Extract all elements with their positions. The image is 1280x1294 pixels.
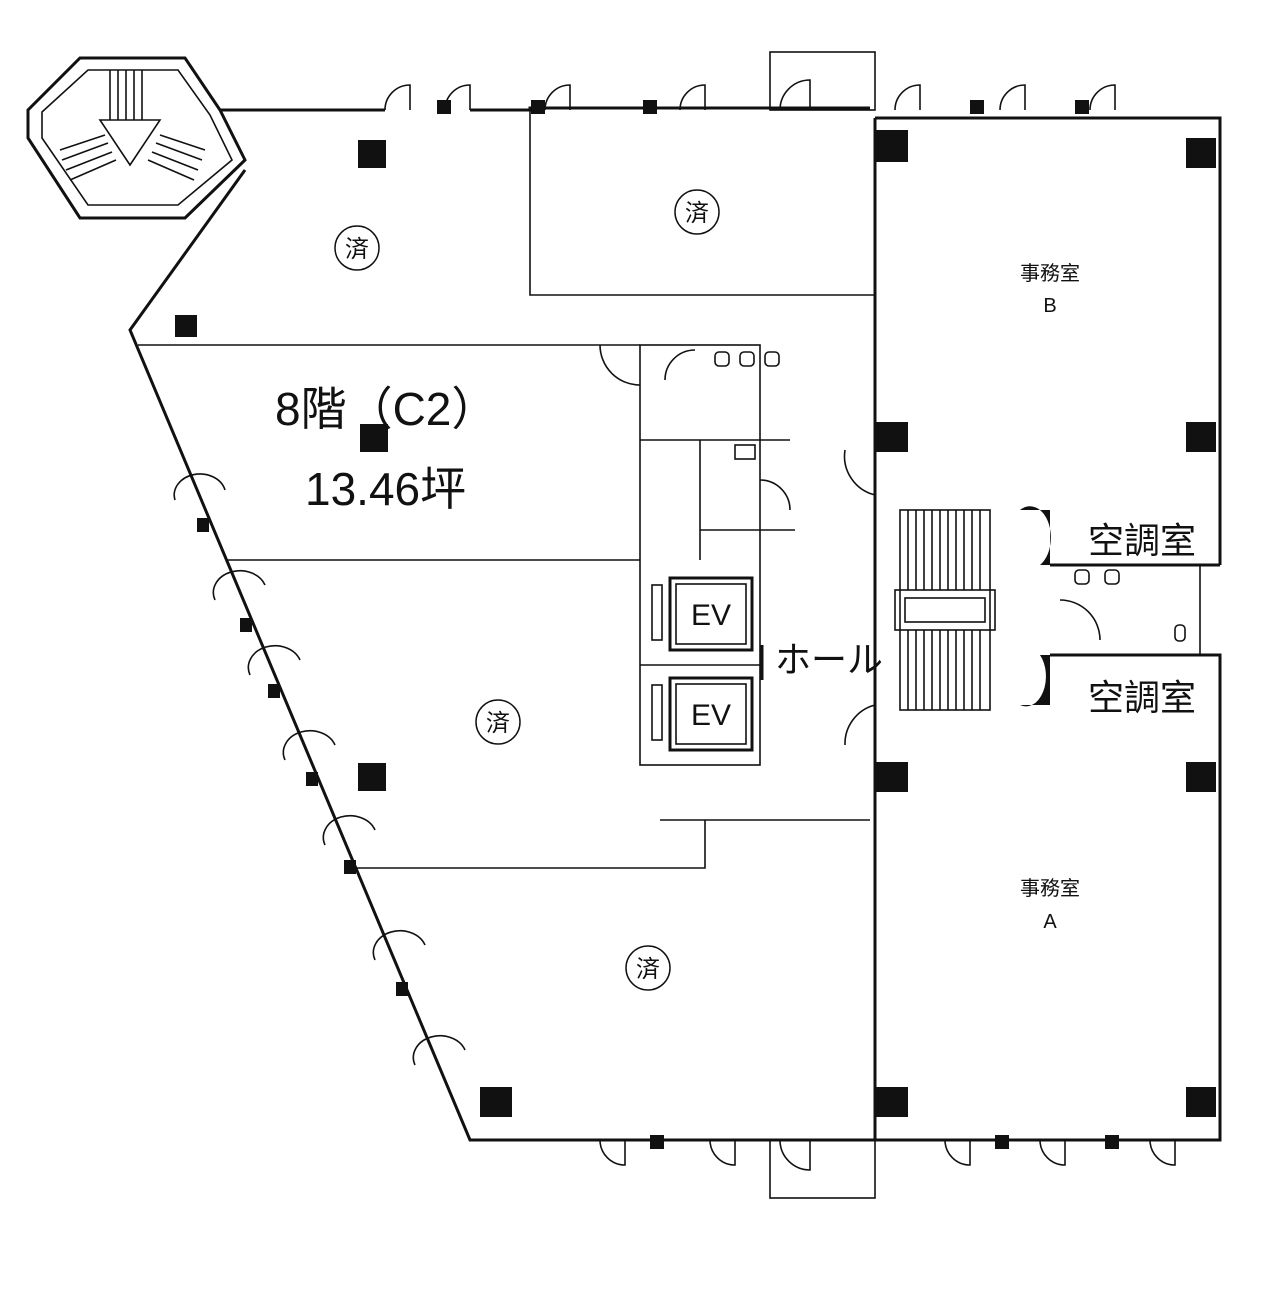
door-swings <box>173 79 1176 1171</box>
office-a-letter: A <box>1043 911 1057 933</box>
leased-mark-4: 済 <box>625 945 671 991</box>
ac-room-upper-label: 空調室 <box>1088 520 1196 561</box>
restroom-fixtures <box>664 349 1186 642</box>
elevator-upper: EV <box>651 576 754 652</box>
ac-room-lower-label: 空調室 <box>1088 677 1196 718</box>
leased-mark-text-2: 済 <box>685 200 709 227</box>
office-a-name: 事務室 <box>1020 877 1080 900</box>
elevator-lower-label: EV <box>691 699 731 732</box>
unit-area: 13.46坪 <box>305 463 466 515</box>
leased-mark-text-4: 済 <box>636 956 660 983</box>
leased-mark-3: 済 <box>475 699 521 745</box>
central-stair <box>894 509 996 711</box>
office-b-name: 事務室 <box>1020 262 1080 285</box>
interior-partitions <box>138 110 875 869</box>
leased-mark-2: 済 <box>674 189 720 235</box>
elevator-lower: EV <box>651 676 754 752</box>
exterior-walls <box>128 51 1222 1199</box>
floor-title: 8階（C2） <box>275 383 497 435</box>
leased-mark-text-3: 済 <box>486 710 510 737</box>
hall-label: ホール <box>775 639 883 680</box>
leased-mark-text-1: 済 <box>345 236 369 263</box>
office-b-letter: B <box>1043 295 1056 317</box>
elevator-upper-label: EV <box>691 599 731 632</box>
structural-columns <box>175 100 1216 1149</box>
leased-mark-1: 済 <box>334 225 380 271</box>
spiral-stair-tower <box>26 56 247 220</box>
